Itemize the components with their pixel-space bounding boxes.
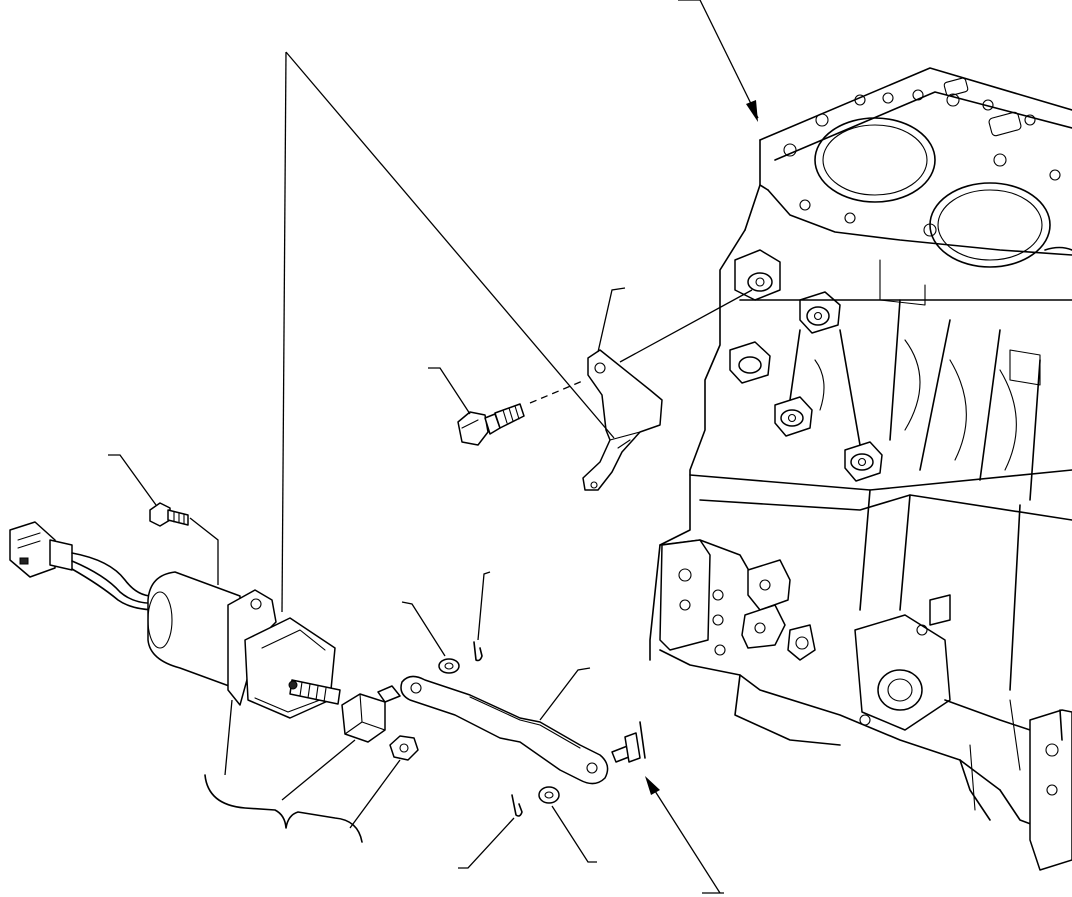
callout-leaders <box>108 0 759 894</box>
washer-lower <box>538 786 560 804</box>
washer-upper <box>438 658 460 674</box>
arrow-head-icon <box>645 776 660 795</box>
bracket-bolt <box>457 403 525 446</box>
stop-lever <box>400 675 609 785</box>
stop-solenoid-bracket <box>582 349 663 491</box>
nut <box>389 735 419 761</box>
engine-block <box>649 67 1072 871</box>
engine-block-leader <box>699 0 759 119</box>
cotter-pin-lower <box>511 794 523 817</box>
assembly-brace <box>204 774 363 843</box>
solenoid-joint <box>341 685 401 743</box>
stop-solenoid <box>9 521 341 719</box>
arrow-head-icon <box>746 100 758 122</box>
cotter-pin-upper <box>473 641 483 662</box>
solenoid-bolt <box>149 502 189 527</box>
pin <box>611 721 646 763</box>
